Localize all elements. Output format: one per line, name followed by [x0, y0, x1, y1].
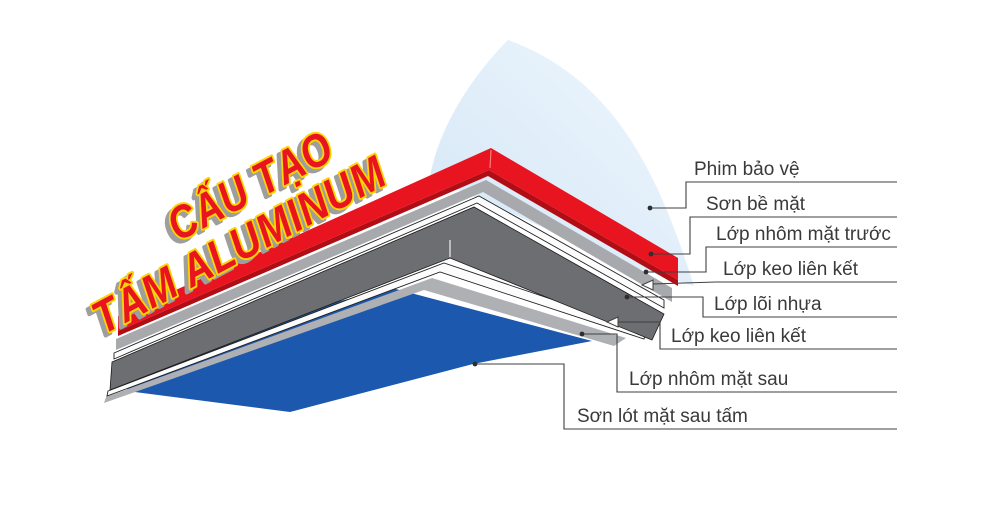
leader-line-1	[652, 181, 897, 209]
leader-lines	[472, 181, 897, 430]
layer-plastic-core	[109, 206, 665, 391]
layer-aluminum-back	[104, 278, 626, 403]
leader-line-7	[584, 333, 897, 393]
label-front-aluminum: Lớp nhôm mặt trước	[716, 224, 891, 245]
leader-line-3	[648, 246, 897, 273]
leader-arrow-4	[640, 279, 654, 291]
layer-back-primer	[127, 288, 592, 412]
layer-surface-paint	[118, 148, 678, 331]
leader-line-2	[653, 216, 897, 255]
label-adhesive-2: Lớp keo liên kết	[671, 326, 807, 347]
paint-corner-seam	[489, 149, 492, 169]
leader-line-8	[477, 363, 897, 430]
leader-line-4	[651, 281, 897, 285]
label-protective-film: Phim bảo vệ	[694, 159, 800, 180]
leader-dot-2	[648, 251, 654, 257]
label-adhesive-1: Lớp keo liên kết	[723, 259, 859, 280]
leader-dot-7	[579, 331, 585, 337]
layer-labels: Phim bảo vệ Sơn bề mặt Lớp nhôm mặt trướ…	[577, 159, 891, 427]
leader-line-5	[629, 296, 897, 318]
leader-dot-8	[472, 361, 478, 367]
label-surface-paint: Sơn bề mặt	[706, 194, 806, 215]
label-back-aluminum: Lớp nhôm mặt sau	[629, 369, 788, 390]
leader-dot-1	[647, 205, 653, 211]
protective-film-shape	[430, 40, 694, 286]
label-plastic-core: Lớp lõi nhựa	[714, 294, 822, 315]
leader-dot-5	[624, 294, 630, 300]
leader-arrow-6	[605, 316, 619, 328]
leader-line-6	[618, 321, 897, 350]
label-back-primer: Sơn lót mặt sau tấm	[577, 406, 748, 427]
layer-adhesive-2	[106, 262, 647, 397]
leader-dot-3	[643, 269, 649, 275]
layer-adhesive-1	[113, 195, 665, 360]
